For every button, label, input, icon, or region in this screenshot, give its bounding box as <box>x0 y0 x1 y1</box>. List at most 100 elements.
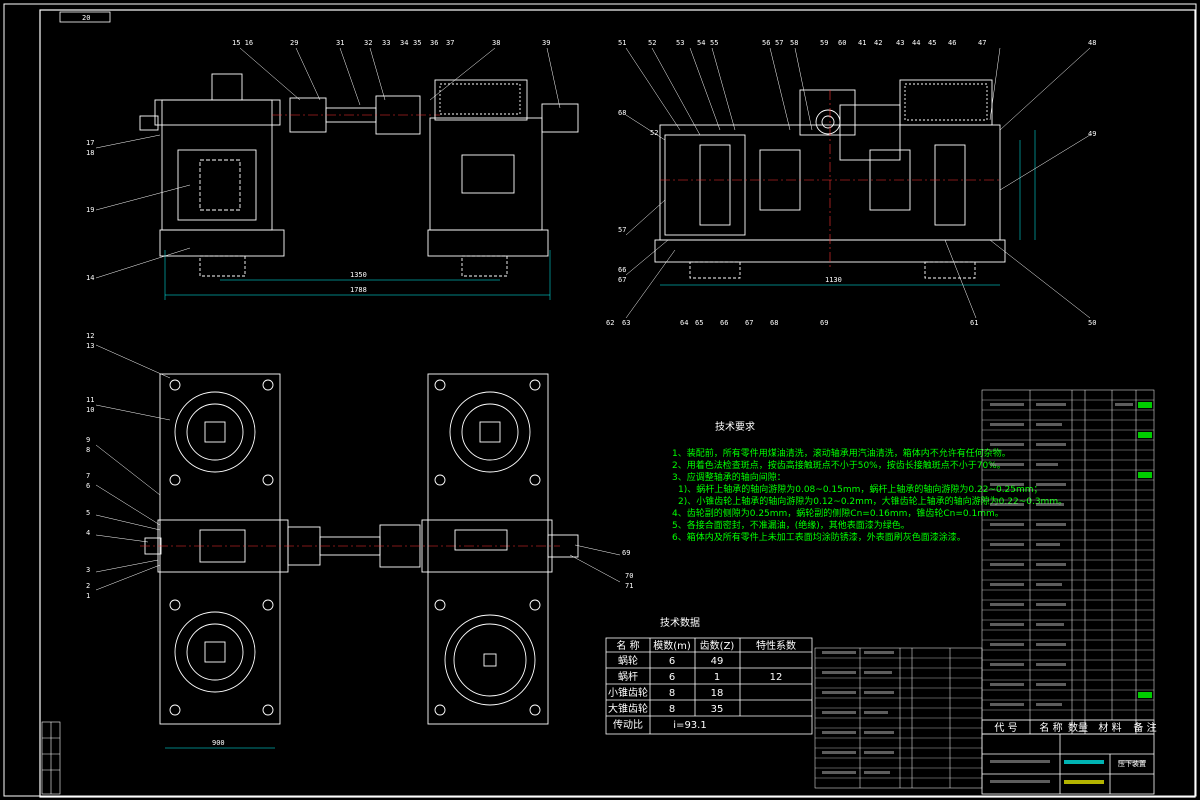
balloon-12: 12 <box>86 332 94 340</box>
title-block-name: 压下装置 <box>1118 759 1146 768</box>
tech-data-r1-teeth: 49 <box>711 656 724 667</box>
tech-req-4: 4、齿轮副的侧隙为0.25mm，蜗轮副的侧隙Cn=0.16mm，锥齿轮Cn=0.… <box>672 507 1004 519</box>
front-elevation-view <box>139 73 579 300</box>
balloon-38: 38 <box>492 39 500 47</box>
bom-row-fills-right <box>990 403 1133 706</box>
leader-lines-section <box>625 47 1091 319</box>
balloon-66b: 66 <box>618 266 626 274</box>
tech-req-2: 2、用着色法检查斑点，按齿高接触斑点不小于50%，按齿长接触斑点不小于70%。 <box>672 459 1006 471</box>
tech-data-heading: 技术数据 <box>660 616 700 629</box>
tech-data-ratio-label: 传动比 <box>613 719 643 731</box>
balloon-34: 34 <box>400 39 408 47</box>
balloon-69: 69 <box>820 319 828 327</box>
tech-req-3a: 1)、蜗杆上轴承的轴向游隙为0.08~0.15mm，蜗杆上轴承的轴向游隙为0.2… <box>678 483 1043 495</box>
dimension-2: 1788 <box>350 286 367 294</box>
tech-data-r2-teeth: 1 <box>714 672 720 683</box>
balloon-69b: 69 <box>622 549 630 557</box>
tech-req-1: 1、装配前，所有零件用煤油清洗，滚动轴承用汽油清洗，箱体内不允许有任何杂物。 <box>672 447 1011 459</box>
bom-table-left-rows <box>815 657 982 779</box>
balloon-49: 49 <box>1088 130 1096 138</box>
bom-footer-material: 材 料 <box>1098 721 1121 734</box>
bom-footer-code: 代 号 <box>994 722 1017 734</box>
tech-requirements-heading: 技术要求 <box>715 420 755 433</box>
tech-req-3b: 2)、小锥齿轮上轴承的轴向游隙为0.12~0.2mm，大锥齿轮上轴承的轴向游隙为… <box>678 495 1067 507</box>
inner-frame <box>39 9 1196 798</box>
tech-data-r2-coef: 12 <box>770 672 783 683</box>
balloon-17: 17 <box>86 139 94 147</box>
tech-req-6: 6、箱体内及所有零件上未加工表面均涂防锈漆，外表面刷灰色面漆涂漆。 <box>672 531 966 543</box>
tech-data-r4-name: 大锥齿轮 <box>608 702 648 715</box>
bom-table-right <box>981 389 1155 721</box>
plan-view <box>140 373 579 749</box>
balloon-62: 62 <box>606 319 614 327</box>
sheet-number-box <box>59 11 111 23</box>
balloon-64: 64 <box>680 319 688 327</box>
tech-data-r2-name: 蜗杆 <box>618 671 638 683</box>
bom-footer-name: 名 称 <box>1039 721 1062 734</box>
dimension-4: 900 <box>212 739 225 747</box>
balloon-58: 58 <box>790 39 798 47</box>
balloon-55: 55 <box>710 39 718 47</box>
balloon-7: 7 <box>86 472 90 480</box>
leader-lines-plan <box>95 344 621 591</box>
balloon-2: 2 <box>86 582 90 590</box>
balloon-57: 57 <box>775 39 783 47</box>
bom-footer-note: 备 注 <box>1133 721 1156 734</box>
balloon-47: 47 <box>978 39 986 47</box>
balloon-48: 48 <box>1088 39 1096 47</box>
balloon-60: 60 <box>838 39 846 47</box>
tech-data-header-module: 模数(m) <box>653 639 691 652</box>
balloon-15-16: 15 16 <box>232 39 253 47</box>
tech-req-3: 3、应调整轴承的轴向间隙： <box>672 471 786 483</box>
tech-data-r3-name: 小锥齿轮 <box>608 686 648 699</box>
balloon-54: 54 <box>697 39 705 47</box>
title-block <box>981 733 1155 795</box>
balloon-67: 67 <box>745 319 753 327</box>
tech-data-r4-module: 8 <box>669 704 675 715</box>
balloon-42: 42 <box>874 39 882 47</box>
tech-data-r2-module: 6 <box>669 672 675 683</box>
bom-row-fills-left <box>822 651 894 774</box>
leader-lines-front <box>95 47 561 279</box>
balloon-67b: 67 <box>618 276 626 284</box>
balloon-63: 63 <box>622 319 630 327</box>
balloon-29: 29 <box>290 39 298 47</box>
balloon-18: 18 <box>86 149 94 157</box>
balloon-68: 68 <box>770 319 778 327</box>
balloon-45: 45 <box>928 39 936 47</box>
outer-frame <box>3 3 1197 797</box>
balloon-53: 53 <box>676 39 684 47</box>
section-view <box>654 79 1036 286</box>
tech-data-r1-name: 蜗轮 <box>618 654 638 667</box>
balloon-3: 3 <box>86 566 90 574</box>
dimension-1: 1350 <box>350 271 367 279</box>
balloon-43: 43 <box>896 39 904 47</box>
balloon-51: 51 <box>618 39 626 47</box>
balloon-37: 37 <box>446 39 454 47</box>
balloon-57b: 57 <box>618 226 626 234</box>
balloon-50: 50 <box>1088 319 1096 327</box>
balloon-59: 59 <box>820 39 828 47</box>
balloon-71: 71 <box>625 582 633 590</box>
sheet-number: 20 <box>82 14 90 22</box>
bom-stamp-marks <box>1138 402 1152 698</box>
balloon-33: 33 <box>382 39 390 47</box>
tech-data-header-coef: 特性系数 <box>756 639 796 652</box>
tech-data-r4-teeth: 35 <box>711 704 724 715</box>
title-block-color-marks <box>1064 760 1104 784</box>
tech-data-r1-module: 6 <box>669 656 675 667</box>
left-signature-strip <box>41 721 61 795</box>
bom-footer-qty: 数量 <box>1068 721 1088 734</box>
tech-data-header-teeth: 齿数(Z) <box>700 639 735 652</box>
balloon-14: 14 <box>86 274 94 282</box>
balloon-41: 41 <box>858 39 866 47</box>
title-block-fills <box>990 760 1146 783</box>
balloon-46: 46 <box>948 39 956 47</box>
balloon-32: 32 <box>364 39 372 47</box>
balloon-65: 65 <box>695 319 703 327</box>
balloon-9: 9 <box>86 436 90 444</box>
balloon-36: 36 <box>430 39 438 47</box>
bom-table-right-rows <box>982 399 1154 711</box>
balloon-70: 70 <box>625 572 633 580</box>
tech-data-table-grid <box>605 637 813 735</box>
